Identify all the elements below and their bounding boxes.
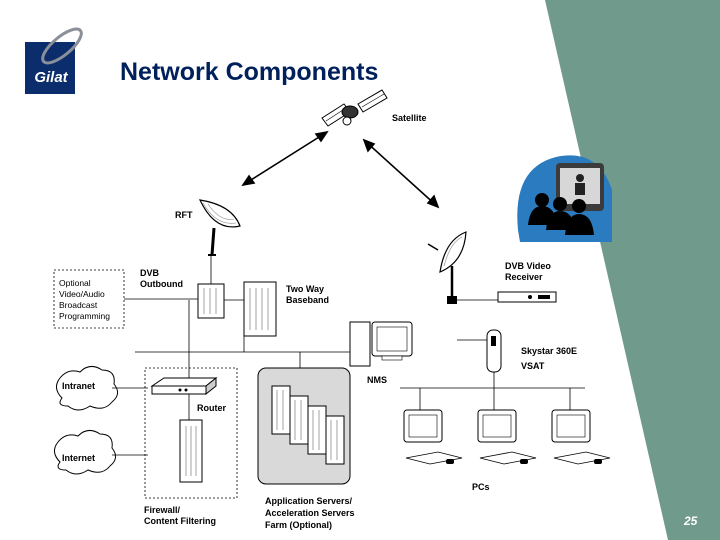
skystar-vsat-device — [486, 329, 502, 373]
firewall-device — [179, 419, 203, 483]
rft-dish-icon — [198, 199, 241, 256]
firewall-label-2: Content Filtering — [144, 516, 216, 526]
app-servers-label-3: Farm (Optional) — [265, 520, 332, 530]
remote-classroom-picture — [517, 155, 612, 242]
server-icon-4 — [325, 415, 345, 465]
dvb-video-receiver-device — [497, 291, 557, 303]
logo-square — [25, 42, 75, 94]
server-icon-3 — [307, 405, 327, 455]
nms-label: NMS — [367, 375, 387, 385]
vsat-dish-icon — [427, 231, 467, 304]
dvb-outbound-device — [197, 283, 225, 319]
pcs-label: PCs — [472, 482, 490, 492]
dvb-video-label-1: DVB Video — [505, 261, 551, 271]
logo-text: Gilat — [34, 69, 68, 86]
firewall-label-1: Firewall/ — [144, 505, 181, 515]
firewall-zone-box — [144, 367, 238, 499]
intranet-label: Intranet — [62, 381, 96, 391]
nms-computer — [349, 321, 413, 367]
satellite-icon — [321, 89, 388, 127]
server-icon-2 — [289, 395, 309, 445]
uplink-arrow-left — [241, 130, 329, 187]
internet-cloud-icon — [54, 430, 116, 475]
router-device — [150, 376, 218, 396]
router-label: Router — [197, 403, 226, 413]
app-servers-label-2: Acceleration Servers — [265, 508, 355, 518]
rft-label: RFT — [175, 210, 193, 220]
server-icon-1 — [271, 385, 291, 435]
pc-2 — [477, 388, 537, 465]
page-number: 25 — [684, 514, 698, 528]
skystar-label-2: VSAT — [521, 361, 545, 371]
optional-video-label-3: Broadcast — [59, 300, 98, 310]
uplink-arrow-right — [362, 138, 440, 209]
pc-1 — [403, 388, 463, 465]
two-way-label-2: Baseband — [286, 295, 330, 305]
logo-orbit — [41, 27, 83, 65]
page-title: Network Components — [120, 58, 379, 86]
pc-3 — [551, 388, 611, 465]
intranet-cloud-icon — [56, 366, 118, 411]
optional-video-label-4: Programming — [59, 311, 111, 321]
skystar-label-1: Skystar 360E — [521, 346, 578, 356]
app-servers-label-1: Application Servers/ — [265, 496, 353, 506]
optional-video-label-1: Optional — [59, 278, 91, 288]
teal-wedge — [545, 0, 720, 540]
two-way-baseband-device — [243, 281, 277, 337]
dvb-outbound-label-2: Outbound — [140, 279, 183, 289]
internet-label: Internet — [62, 453, 96, 463]
two-way-label-1: Two Way — [286, 284, 324, 294]
optional-video-label-2: Video/Audio — [59, 289, 105, 299]
dvb-video-label-2: Receiver — [505, 272, 543, 282]
satellite-label: Satellite — [392, 113, 427, 123]
dvb-outbound-label-1: DVB — [140, 268, 160, 278]
